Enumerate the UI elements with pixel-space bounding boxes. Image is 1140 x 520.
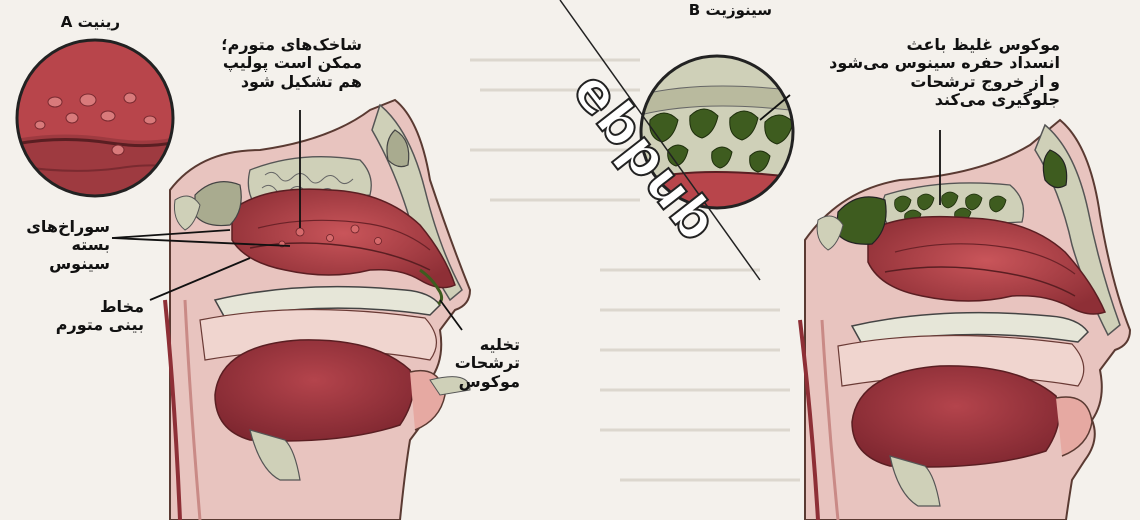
swollen-folds-label: شاخک‌های متورم؛ ممکن است پولیپ هم تشکیل … (212, 36, 362, 91)
mucus-drainage-label: تخلیه ترشحات موکوس (440, 336, 520, 391)
panel-title-right: سینوزیت B (650, 2, 772, 19)
head-illustration-right (800, 120, 1130, 520)
magnified-inset-left (10, 40, 190, 200)
blocked-openings-label: سوراخ‌های بسته سینوس (6, 218, 110, 273)
tongue-left (215, 340, 413, 441)
head-illustration-left (165, 100, 470, 520)
thick-mucus-label: موکوس غلیظ باعث انسداد حفره سینوس می‌شود… (790, 36, 1060, 110)
swollen-mucosa-label: مخاط بینی متورم (34, 298, 144, 335)
tongue-right (852, 366, 1059, 467)
panel-title-left: رینیت A (10, 14, 120, 31)
